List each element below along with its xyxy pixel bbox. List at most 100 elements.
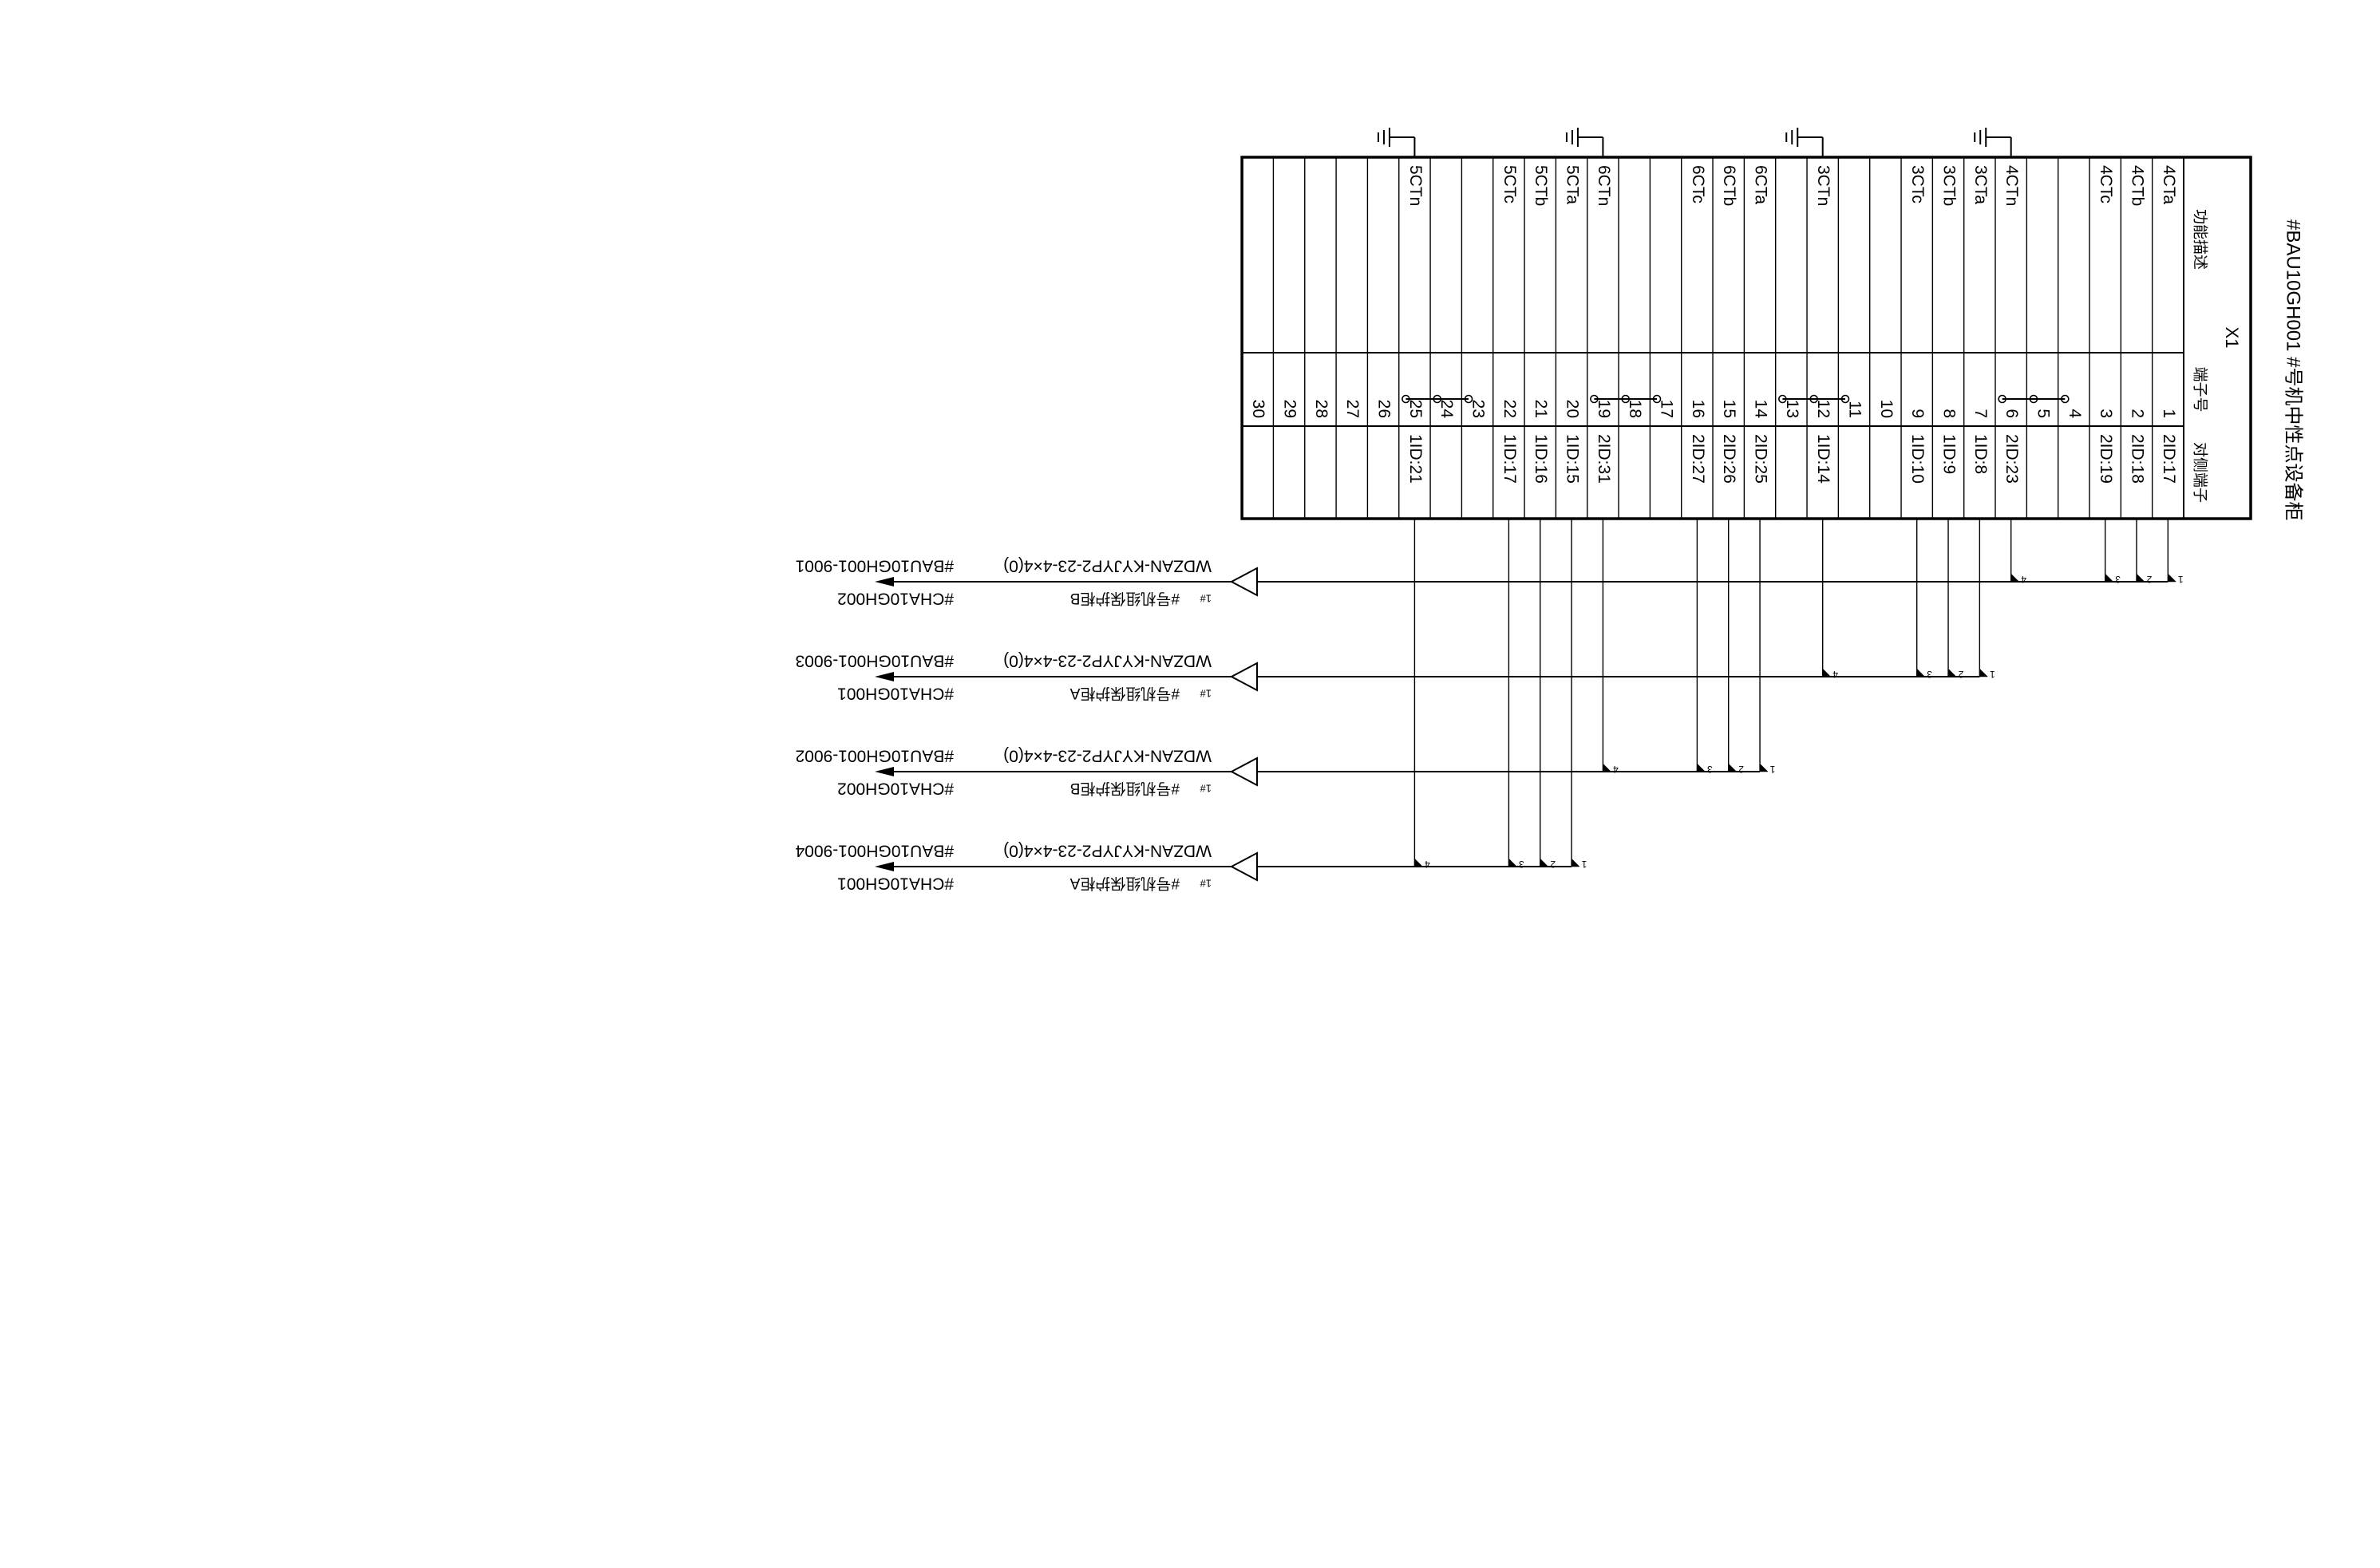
core-junction (1603, 763, 1612, 772)
core-junction (1979, 668, 1988, 677)
terminal-number: 24 (1437, 400, 1456, 419)
core-number: 3 (1519, 859, 1524, 870)
cable-end-arrowhead (875, 672, 894, 681)
cable-tag: 1# (1200, 688, 1212, 700)
core-number: 4 (2021, 574, 2026, 585)
header-opposite-label: 对侧端子 (2192, 442, 2209, 503)
cable-tag: 1# (1200, 783, 1212, 795)
core-junction (1540, 858, 1549, 867)
cable-destination-name: #号机组保护柜A (1069, 875, 1180, 892)
terminal-number: 16 (1689, 400, 1707, 418)
core-number: 3 (1707, 764, 1713, 775)
cable-arrow (1229, 662, 1258, 692)
terminal-number: 14 (1751, 400, 1769, 419)
terminal-number: 21 (1532, 400, 1550, 418)
core-junction (2136, 573, 2145, 583)
terminal-number: 7 (1971, 409, 1990, 418)
cable-destination-name: #号机组保护柜A (1069, 685, 1180, 702)
terminal-number: 25 (1406, 400, 1425, 418)
terminal-number: 19 (1595, 400, 1613, 418)
terminal-number: 13 (1783, 400, 1801, 418)
terminal-number: 15 (1720, 400, 1738, 418)
cable-id: #BAU10GH001-9001 (796, 556, 954, 575)
core-number: 2 (1550, 859, 1556, 870)
terminal-opposite: 2ID:27 (1689, 434, 1707, 484)
cable-spec: WDZAN-KYJYP2-23-4×4(0) (1003, 746, 1212, 764)
terminal-number: 9 (1908, 409, 1927, 418)
cable-arrow (1229, 851, 1258, 882)
cable-id: #BAU10GH001-9003 (796, 651, 954, 669)
terminal-number: 5 (2034, 409, 2052, 418)
terminal-opposite: 2ID:25 (1751, 434, 1769, 484)
terminal-opposite: 2ID:31 (1595, 434, 1613, 484)
terminal-table-frame (1240, 156, 2252, 520)
terminal-function: 5CTb (1532, 165, 1550, 206)
terminal-function: 6CTb (1720, 165, 1738, 206)
terminal-number: 29 (1281, 400, 1299, 418)
cable-arrow (1229, 567, 1258, 597)
terminal-function: 3CTa (1971, 165, 1990, 204)
cable-arrow (1229, 756, 1258, 787)
terminal-opposite: 1ID:9 (1939, 434, 1958, 474)
terminal-function: 5CTa (1564, 165, 1582, 204)
cable-destination-code: #CHA10GH002 (837, 779, 954, 797)
terminal-number: 30 (1249, 400, 1267, 418)
cable-end-arrowhead (875, 767, 894, 776)
terminal-function: 4CTc (2097, 165, 2115, 203)
terminal-function: 3CTc (1908, 165, 1927, 203)
terminal-number: 11 (1845, 401, 1864, 418)
core-junction (1508, 858, 1518, 867)
core-number: 2 (2146, 574, 2152, 585)
cable-destination-name: #号机组保护柜B (1070, 780, 1180, 797)
terminal-function: 3CTb (1939, 165, 1958, 206)
cable-tag: 1# (1200, 593, 1212, 605)
terminal-opposite: 1ID:16 (1532, 434, 1550, 484)
terminal-function: 6CTa (1751, 165, 1769, 204)
core-junction (1414, 858, 1424, 867)
terminal-number: 18 (1626, 400, 1644, 418)
terminal-opposite: 2ID:19 (2097, 434, 2115, 484)
core-junction (2010, 573, 2020, 583)
cable-destination-code: #CHA10GH001 (837, 874, 954, 892)
cable-spec: WDZAN-KYJYP2-23-4×4(0) (1003, 556, 1212, 575)
core-number: 2 (1738, 764, 1744, 775)
terminal-number: 4 (2066, 409, 2084, 418)
core-number: 1 (1990, 669, 1995, 680)
cable-id: #BAU10GH001-9002 (796, 746, 954, 764)
terminal-function: 4CTa (2160, 165, 2178, 204)
header-terminal-label: 端子号 (2192, 366, 2209, 412)
core-number: 4 (1832, 669, 1838, 680)
terminal-opposite: 1ID:8 (1971, 434, 1990, 474)
terminal-function: 3CTn (1814, 165, 1832, 206)
terminal-opposite: 1ID:15 (1564, 434, 1582, 484)
core-junction (1571, 858, 1580, 867)
terminal-opposite: 1ID:10 (1908, 434, 1927, 484)
terminal-number: 2 (2128, 409, 2146, 418)
core-junction (2105, 573, 2114, 583)
terminal-number: 28 (1312, 400, 1330, 418)
core-number: 1 (2178, 574, 2184, 585)
terminal-opposite: 2ID:18 (2128, 434, 2146, 484)
core-number: 3 (2115, 574, 2121, 585)
header-function-label: 功能描述 (2192, 209, 2209, 270)
terminal-number: 6 (2002, 409, 2021, 418)
block-name-x1: X1 (2222, 327, 2242, 349)
terminal-opposite: 2ID:23 (2002, 434, 2021, 484)
terminal-number: 27 (1343, 400, 1362, 418)
cable-end-arrowhead (875, 577, 894, 587)
cable-spec: WDZAN-KYJYP2-23-4×4(0) (1003, 651, 1212, 669)
cable-destination-code: #CHA10GH001 (837, 684, 954, 702)
terminal-number: 1 (2160, 409, 2178, 418)
terminal-function: 6CTc (1689, 165, 1707, 203)
terminal-opposite: 1ID:17 (1500, 434, 1519, 484)
core-number: 4 (1425, 859, 1430, 870)
core-number: 1 (1581, 859, 1587, 870)
terminal-opposite: 2ID:26 (1720, 434, 1738, 484)
core-number: 4 (1613, 764, 1619, 775)
core-number: 2 (1958, 669, 1963, 680)
cable-spec: WDZAN-KYJYP2-23-4×4(0) (1003, 841, 1212, 859)
core-junction (1759, 763, 1769, 772)
core-number: 3 (1927, 669, 1932, 680)
terminal-function: 4CTb (2128, 165, 2146, 206)
terminal-number: 20 (1564, 400, 1582, 418)
